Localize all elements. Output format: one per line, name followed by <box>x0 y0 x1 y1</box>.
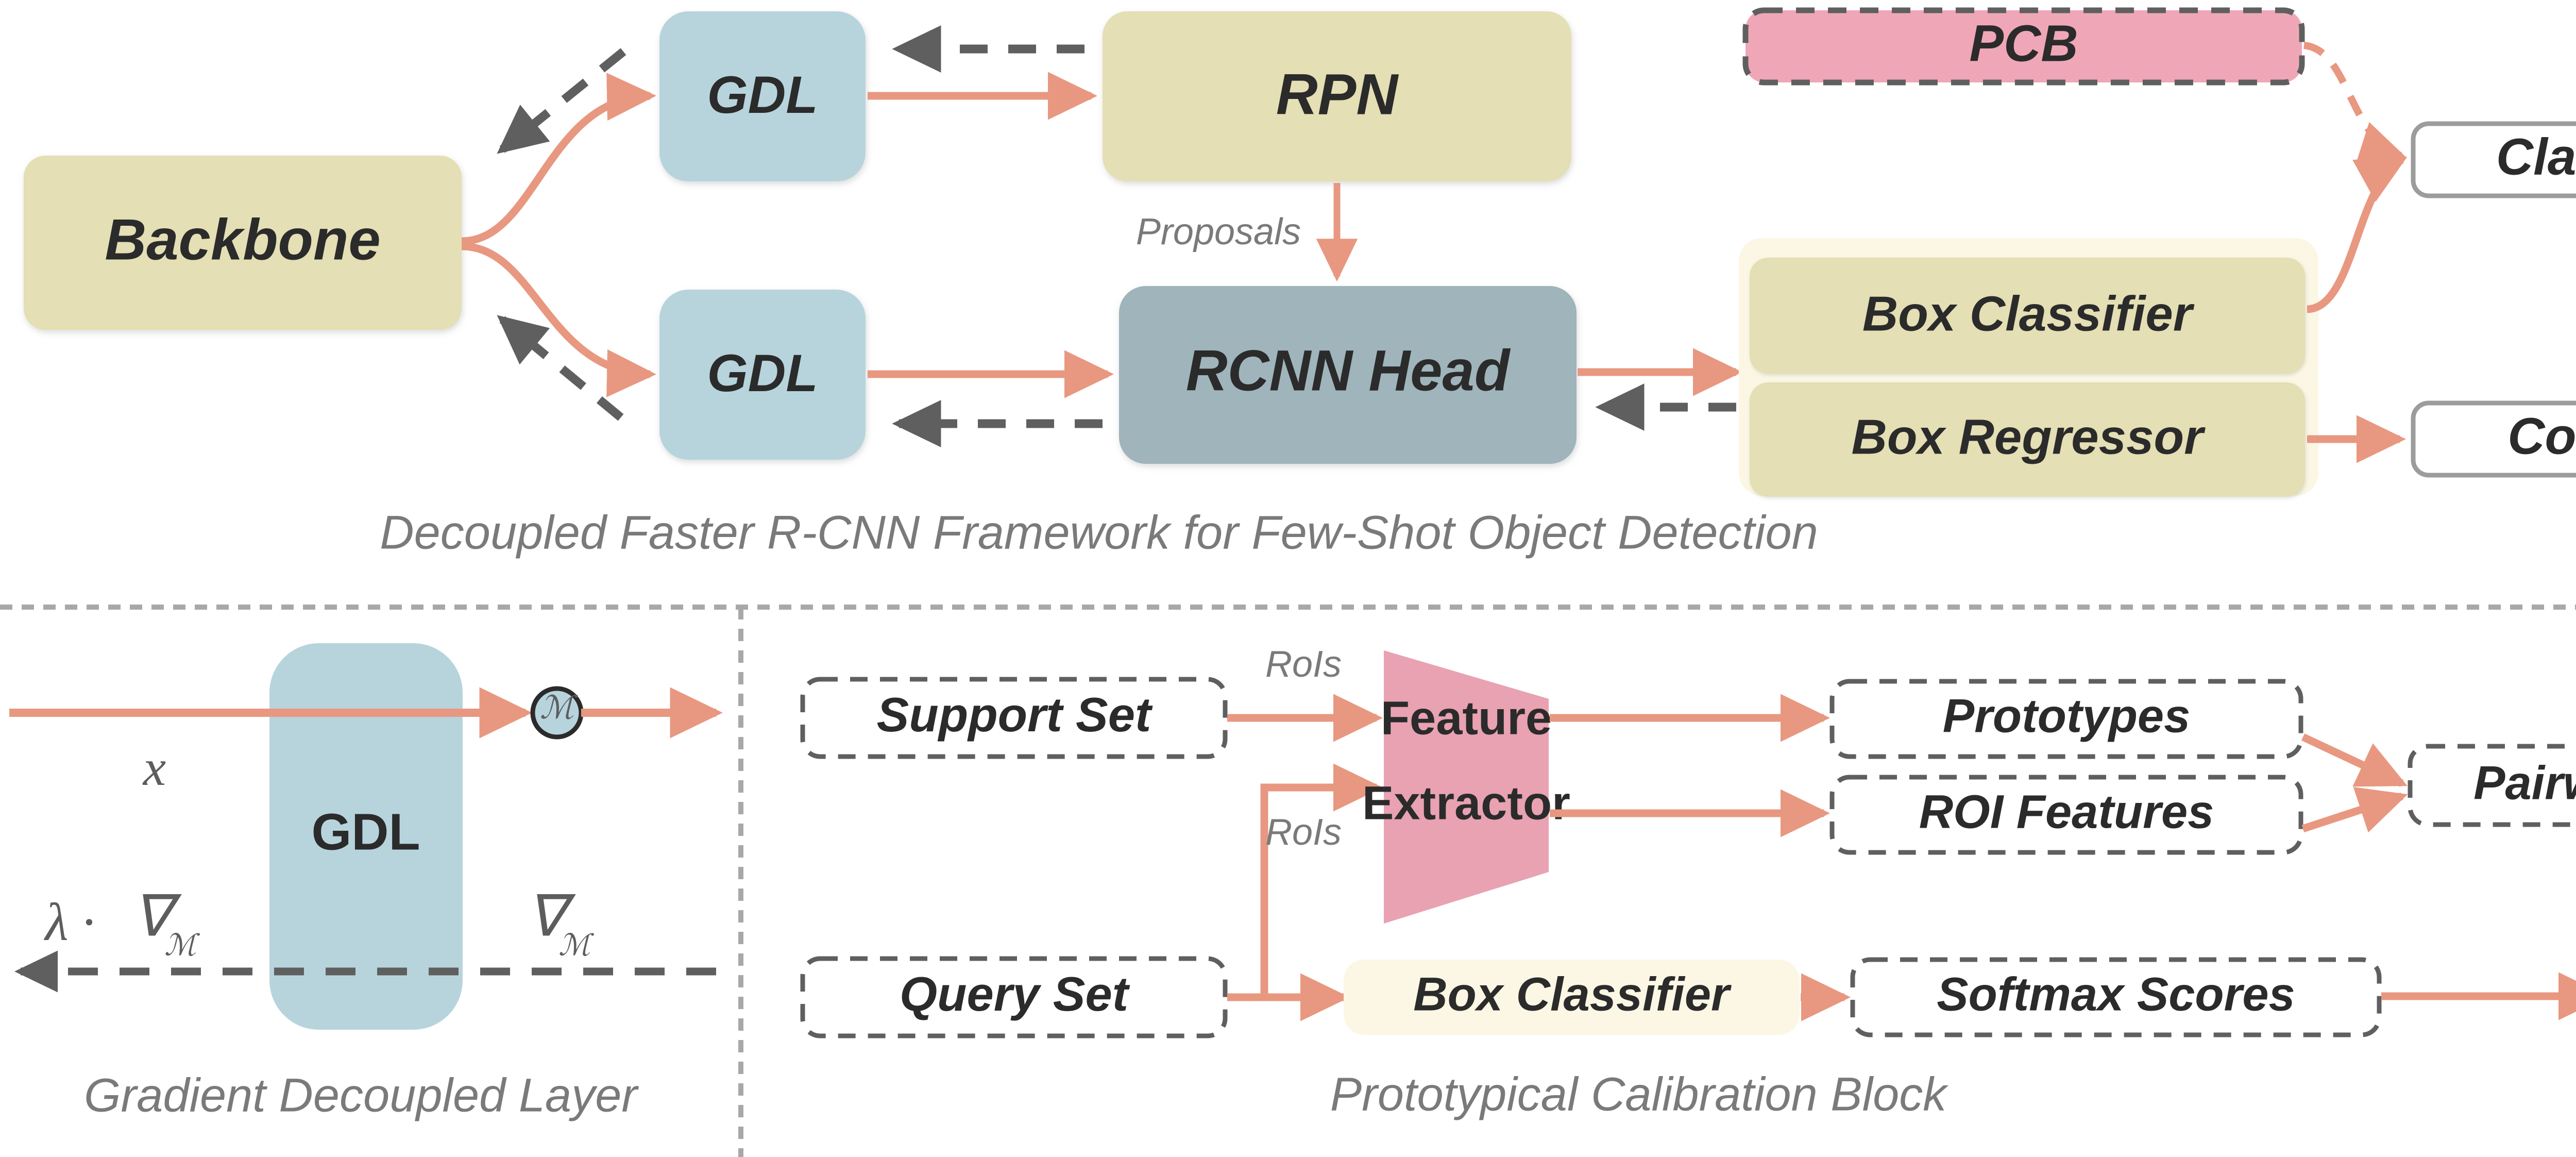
edge-grad-gdl-top-to-backbone <box>497 48 626 154</box>
node-class-scores[interactable]: Class Scores <box>2411 121 2576 198</box>
edge-label-rois-bottom: RoIs <box>1265 812 1342 853</box>
edge-backbone-to-gdl-bottom <box>461 242 656 397</box>
node-gdl-bottom-label: GDL <box>707 344 818 403</box>
node-prototypes-label: Prototypes <box>1943 690 2191 742</box>
top-section-caption: Decoupled Faster R-CNN Framework for Few… <box>380 506 1818 559</box>
node-support-set-label: Support Set <box>877 688 1153 742</box>
node-pcb-label: PCB <box>1969 14 2078 72</box>
node-backbone-label: Backbone <box>105 208 380 272</box>
node-box-classifier-label: Box Classifier <box>1862 286 2195 341</box>
node-pcb[interactable]: PCB <box>1742 7 2305 86</box>
node-gdl-detail-label: GDL <box>311 803 420 861</box>
node-gdl-detail[interactable]: GDL <box>269 643 463 1030</box>
node-query-set-label: Query Set <box>900 967 1130 1021</box>
edge-box-classifier-to-class-scores <box>2307 156 2408 313</box>
edge-prototypes-to-pairwise <box>2301 733 2408 787</box>
node-backbone[interactable]: Backbone <box>24 156 462 330</box>
label-gradient: ∇ ℳ <box>527 885 595 962</box>
node-rcnn-head[interactable]: RCNN Head <box>1119 286 1577 464</box>
node-query-set[interactable]: Query Set <box>800 956 1228 1038</box>
edge-label-rois-top: RoIs <box>1265 644 1342 685</box>
node-rpn[interactable]: RPN <box>1103 11 1571 181</box>
node-affine-operator-label: ℳ <box>540 691 578 726</box>
edge-label-proposals: Proposals <box>1136 211 1301 253</box>
node-affine-operator[interactable]: ℳ <box>530 686 584 740</box>
label-lambda-dot: λ · <box>43 893 95 952</box>
bottom-left-caption: Gradient Decoupled Layer <box>84 1069 639 1121</box>
node-box-regressor-label: Box Regressor <box>1852 409 2206 464</box>
node-feature-extractor-line1: Feature <box>1381 692 1552 744</box>
edge-roi-features-to-pairwise <box>2301 787 2408 833</box>
node-prototypes[interactable]: Prototypes <box>1829 679 2303 759</box>
label-nabla-left-subscript: ℳ <box>164 928 200 962</box>
edge-backbone-to-gdl-top <box>461 73 656 245</box>
node-box-regressor[interactable]: Box Regressor <box>1750 382 2305 497</box>
node-gdl-top-label: GDL <box>707 65 818 124</box>
node-gdl-bottom[interactable]: GDL <box>659 290 866 460</box>
edge-grad-gdl-bottom-to-backbone <box>497 315 624 421</box>
node-pairwise-scores-label: Pairwise Scores <box>2473 757 2576 809</box>
node-gdl-top[interactable]: GDL <box>659 11 866 181</box>
node-box-classifier[interactable]: Box Classifier <box>1750 258 2305 374</box>
label-scaled-gradient: λ · ∇ ℳ <box>43 885 200 962</box>
node-pairwise-scores[interactable]: Pairwise Scores <box>2408 744 2576 827</box>
node-roi-features-label: ROI Features <box>1919 785 2214 838</box>
node-feature-extractor-line2: Extractor <box>1362 777 1570 829</box>
node-rcnn-head-label: RCNN Head <box>1186 339 1511 403</box>
node-pcb-box-classifier[interactable]: Box Classifier <box>1344 960 1800 1035</box>
node-support-set[interactable]: Support Set <box>800 677 1228 759</box>
label-nabla-right-subscript: ℳ <box>558 928 595 962</box>
node-pcb-box-classifier-label: Box Classifier <box>1413 968 1732 1020</box>
node-rpn-label: RPN <box>1276 62 1399 127</box>
edge-query-to-extractor <box>1227 763 1383 1001</box>
node-class-scores-label: Class Scores <box>2496 128 2576 186</box>
bottom-right-caption: Prototypical Calibration Block <box>1330 1068 1949 1120</box>
node-feature-extractor[interactable]: Feature Extractor <box>1362 650 1570 924</box>
node-coordinates-label: Coordinates <box>2507 407 2576 465</box>
node-softmax-scores[interactable]: Softmax Scores <box>1850 957 2382 1037</box>
edge-pcb-to-class-scores <box>2303 42 2406 165</box>
node-coordinates[interactable]: Coordinates <box>2411 400 2576 478</box>
node-softmax-scores-label: Softmax Scores <box>1937 968 2295 1020</box>
node-roi-features[interactable]: ROI Features <box>1829 775 2303 855</box>
label-input-x: x <box>142 739 166 796</box>
